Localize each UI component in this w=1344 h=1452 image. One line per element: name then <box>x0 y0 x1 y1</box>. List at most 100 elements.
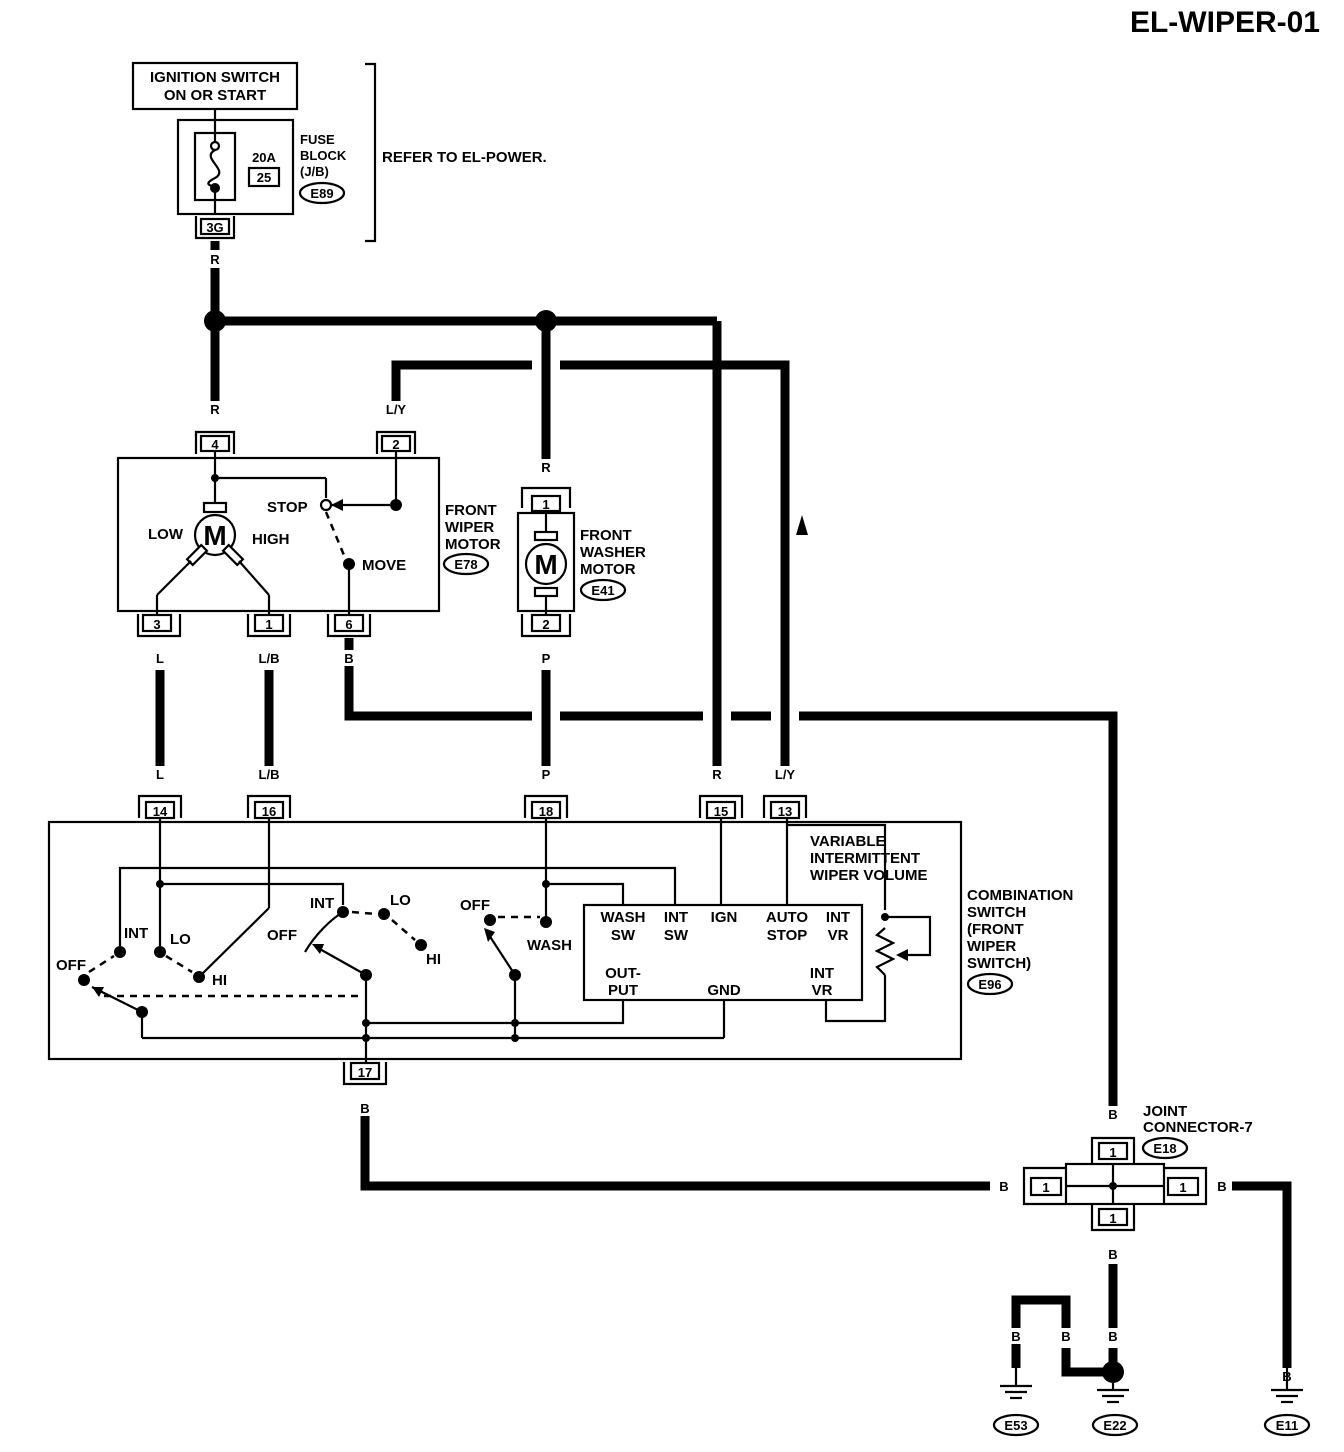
fuse-connector: E89 <box>310 186 333 201</box>
svg-text:INT: INT <box>124 925 148 942</box>
svg-text:OFF: OFF <box>460 897 490 914</box>
svg-text:E11: E11 <box>1276 1418 1298 1433</box>
svg-text:WIPER: WIPER <box>445 519 494 536</box>
svg-text:WIPER VOLUME: WIPER VOLUME <box>810 867 928 884</box>
svg-text:GND: GND <box>707 982 741 999</box>
svg-text:1: 1 <box>1109 1211 1116 1226</box>
svg-text:M: M <box>203 520 226 551</box>
splice-2 <box>535 310 557 332</box>
svg-text:INT: INT <box>664 909 688 926</box>
wiper-amp-module <box>582 903 864 1002</box>
svg-text:E22: E22 <box>1103 1418 1126 1433</box>
svg-text:L/B: L/B <box>259 651 280 666</box>
svg-text:L: L <box>156 651 164 666</box>
svg-text:B: B <box>344 651 353 666</box>
svg-text:COMBINATION: COMBINATION <box>967 887 1073 904</box>
svg-text:OFF: OFF <box>56 957 86 974</box>
svg-text:E18: E18 <box>1153 1141 1176 1156</box>
refer-bracket <box>365 62 377 243</box>
svg-text:1: 1 <box>542 497 549 512</box>
svg-text:3G: 3G <box>206 220 223 235</box>
svg-text:L/Y: L/Y <box>775 767 796 782</box>
wire-labels: R R L/Y R L L/B B P L L/B P R L/Y B B B … <box>150 251 1297 1384</box>
svg-text:E96: E96 <box>978 977 1001 992</box>
svg-text:15: 15 <box>714 804 728 819</box>
svg-text:IGN: IGN <box>711 909 738 926</box>
washer-motor-icon <box>524 542 568 586</box>
svg-text:B: B <box>1108 1107 1117 1122</box>
svg-text:R: R <box>712 767 722 782</box>
svg-text:SW: SW <box>611 927 636 944</box>
svg-text:HI: HI <box>212 972 227 989</box>
variable-resistor-icon <box>874 927 896 976</box>
svg-text:SWITCH): SWITCH) <box>967 955 1031 972</box>
svg-text:13: 13 <box>778 804 792 819</box>
fuse-icon <box>207 149 221 188</box>
svg-text:25: 25 <box>257 170 271 185</box>
svg-text:WASH: WASH <box>527 937 572 954</box>
svg-text:MOVE: MOVE <box>362 557 406 574</box>
ground-e11: E11 <box>1263 1368 1311 1437</box>
svg-text:2: 2 <box>542 617 549 632</box>
wires <box>155 241 1292 1377</box>
svg-text:B: B <box>999 1179 1008 1194</box>
svg-text:14: 14 <box>153 804 168 819</box>
fuse-label-1: FUSE <box>300 132 335 147</box>
svg-text:20A: 20A <box>252 150 276 165</box>
refer-note: REFER TO EL-POWER. <box>382 149 547 166</box>
svg-text:3: 3 <box>153 617 160 632</box>
svg-text:E78: E78 <box>454 557 477 572</box>
svg-text:1: 1 <box>1179 1180 1186 1195</box>
wiper-motor-icon <box>193 513 237 557</box>
svg-text:1: 1 <box>1109 1145 1116 1160</box>
svg-text:FRONT: FRONT <box>445 502 497 519</box>
svg-text:HIGH: HIGH <box>252 531 290 548</box>
svg-text:2: 2 <box>392 437 399 452</box>
svg-text:VARIABLE: VARIABLE <box>810 833 886 850</box>
fuse-label-2: BLOCK <box>300 148 347 163</box>
fuse-block: 20A 25 FUSE BLOCK (J/B) E89 3G <box>176 118 347 240</box>
svg-text:B: B <box>1108 1329 1117 1344</box>
svg-text:(FRONT: (FRONT <box>967 921 1024 938</box>
svg-text:INT: INT <box>826 909 850 926</box>
svg-text:R: R <box>210 252 220 267</box>
svg-text:R: R <box>210 402 220 417</box>
svg-text:MOTOR: MOTOR <box>580 561 636 578</box>
svg-text:CONNECTOR-7: CONNECTOR-7 <box>1143 1119 1253 1136</box>
svg-text:OFF: OFF <box>267 927 297 944</box>
fuse-label-3: (J/B) <box>300 164 329 179</box>
ground-e22: E22 <box>1091 1361 1139 1437</box>
svg-text:B: B <box>1061 1329 1070 1344</box>
svg-text:P: P <box>542 651 551 666</box>
svg-text:MOTOR: MOTOR <box>445 536 501 553</box>
svg-text:JOINT: JOINT <box>1143 1103 1187 1120</box>
front-wiper-motor: 4 2 M LOW HIGH STOP MOVE 3 <box>116 430 501 638</box>
svg-text:18: 18 <box>539 804 553 819</box>
svg-text:ON OR START: ON OR START <box>164 87 266 104</box>
ignition-switch: IGNITION SWITCH ON OR START <box>131 61 299 111</box>
svg-text:INT: INT <box>810 965 834 982</box>
svg-text:SW: SW <box>664 927 689 944</box>
svg-text:B: B <box>1011 1329 1020 1344</box>
svg-text:SWITCH: SWITCH <box>967 904 1026 921</box>
svg-text:L/B: L/B <box>259 767 280 782</box>
svg-text:FRONT: FRONT <box>580 527 632 544</box>
svg-text:WASHER: WASHER <box>580 544 646 561</box>
joint-connector: 1 1 1 1 JOINT CONNECTOR-7 E18 <box>1022 1103 1253 1232</box>
svg-text:INT: INT <box>310 895 334 912</box>
svg-text:STOP: STOP <box>267 499 308 516</box>
svg-text:LO: LO <box>390 892 411 909</box>
combination-switch: 14 16 18 15 13 17 <box>47 794 1073 1086</box>
svg-text:E53: E53 <box>1004 1418 1027 1433</box>
svg-text:17: 17 <box>358 1065 372 1080</box>
front-washer-motor: 1 M 2 FRONT WASHER MOTOR E41 <box>516 486 646 638</box>
svg-text:B: B <box>1108 1247 1117 1262</box>
svg-text:1: 1 <box>265 617 272 632</box>
svg-text:4: 4 <box>211 437 219 452</box>
svg-text:AUTO: AUTO <box>766 909 809 926</box>
svg-text:WIPER: WIPER <box>967 938 1016 955</box>
diagram-code: EL-WIPER-01 <box>1130 6 1320 39</box>
svg-text:HI: HI <box>426 951 441 968</box>
svg-text:INTERMITTENT: INTERMITTENT <box>810 850 920 867</box>
